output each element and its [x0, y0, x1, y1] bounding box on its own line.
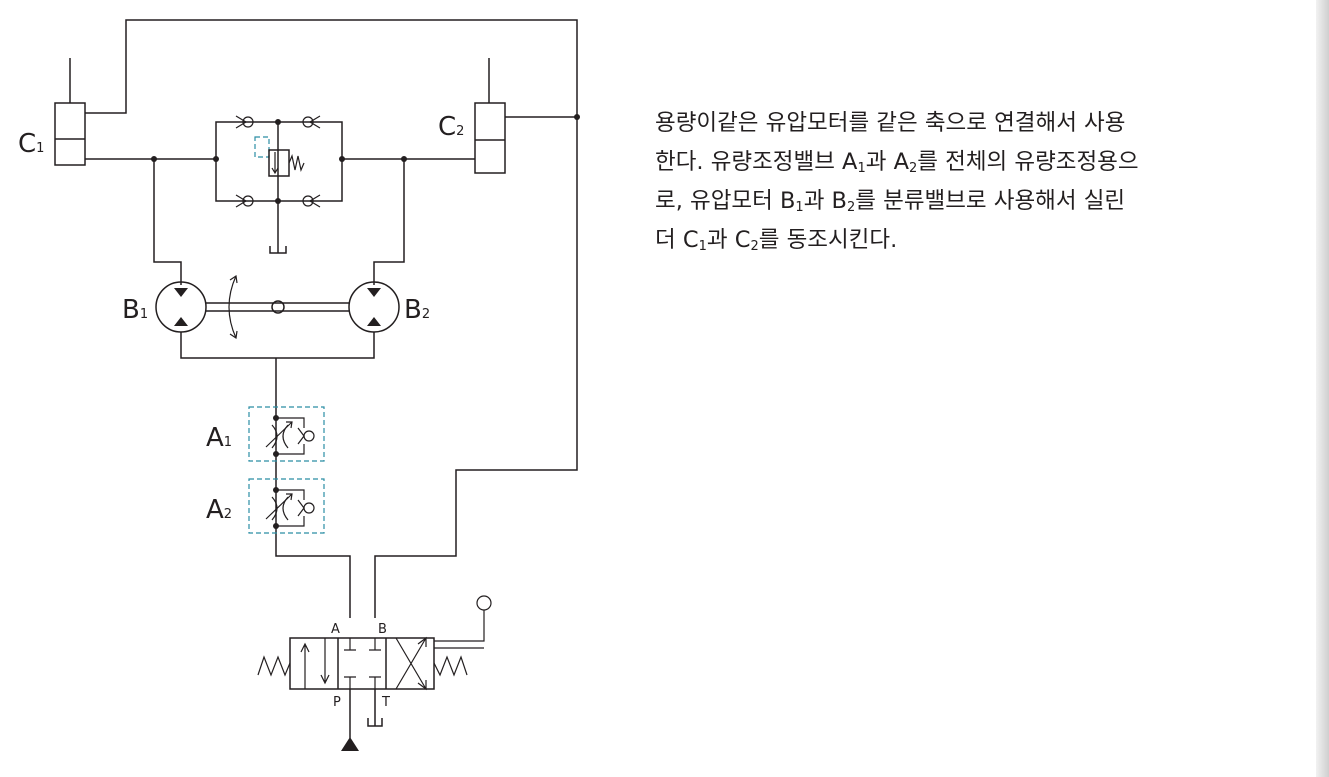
description-text: 용량이같은 유압모터를 같은 축으로 연결해서 사용 한다. 유량조정밸브 A1…	[655, 104, 1329, 260]
junction-dot	[574, 114, 580, 120]
hydraulic-motor-b1	[155, 281, 207, 333]
hydraulic-motor-b2	[348, 281, 400, 333]
b2-label: B2	[404, 295, 430, 325]
a2-label: A2	[206, 495, 232, 525]
check-valve-icon	[302, 115, 321, 129]
port-t-label: T	[381, 695, 390, 710]
port-b-label: B	[378, 622, 387, 637]
port-p-label: P	[333, 695, 341, 710]
outer-return-line	[85, 19, 578, 618]
lever-handle-icon	[434, 610, 485, 642]
supply-line-a	[275, 358, 351, 618]
port-a-label: A	[331, 622, 340, 637]
tank-symbol-icon	[367, 689, 383, 727]
a1-label: A1	[206, 423, 232, 453]
description-line: 한다. 유량조정밸브 A1과 A2를 전체의 유량조정용으	[655, 149, 1139, 176]
spring-icon	[433, 655, 468, 677]
check-valve-icon	[235, 115, 254, 129]
check-valve-bridge	[215, 115, 343, 254]
directional-control-valve	[257, 595, 492, 691]
flow-control-valve-a2	[248, 478, 325, 534]
cylinder-c1	[54, 58, 86, 166]
description-line: 더 C1과 C2를 동조시킨다.	[655, 227, 898, 254]
c1-label: C1	[18, 129, 44, 159]
description-line: 로, 유압모터 B1과 B2를 분류밸브로 사용해서 실린	[655, 188, 1126, 215]
check-valve-icon	[235, 194, 254, 208]
flow-control-valve-a1	[248, 406, 325, 462]
b1-label: B1	[122, 295, 148, 325]
pump-source-icon	[341, 737, 359, 751]
rotation-arrow-icon	[228, 275, 237, 339]
c2-label: C2	[438, 112, 464, 142]
page-edge-shadow	[1316, 0, 1329, 777]
line-to-b2	[373, 159, 405, 285]
spring-icon	[257, 655, 291, 677]
relief-valve-icon	[254, 136, 305, 177]
cylinder-c2	[474, 58, 506, 174]
motor-outlet-line	[180, 332, 375, 359]
common-shaft	[206, 274, 349, 340]
description-line: 용량이같은 유압모터를 같은 축으로 연결해서 사용	[655, 110, 1126, 136]
line-to-b1	[153, 159, 182, 285]
check-valve-icon	[302, 194, 321, 208]
